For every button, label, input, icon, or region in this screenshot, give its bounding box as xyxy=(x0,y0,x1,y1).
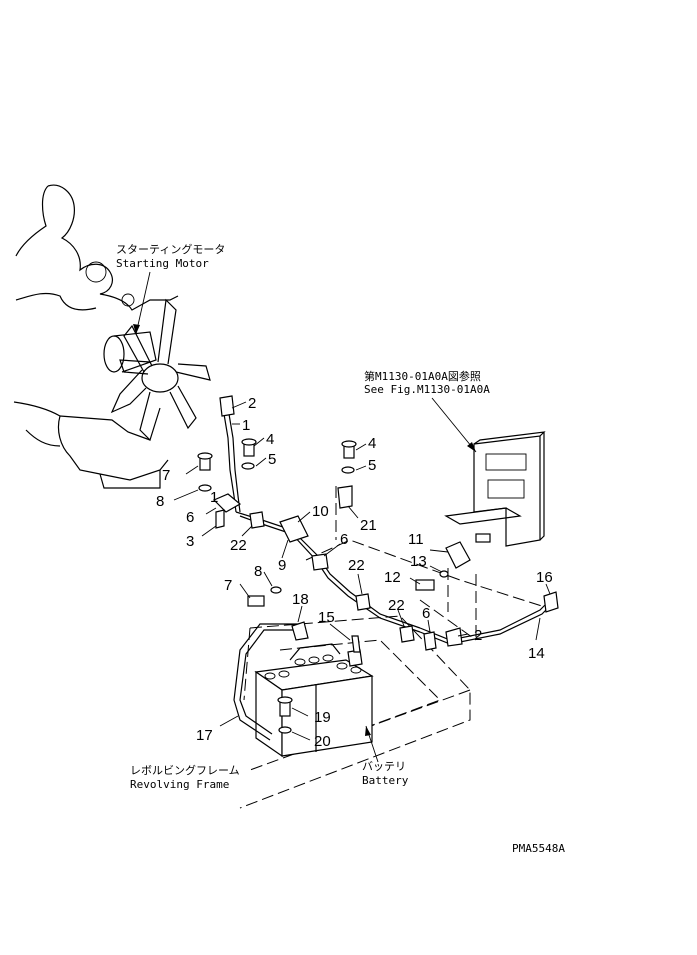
callout-4: 4 xyxy=(266,431,274,448)
callout-8: 8 xyxy=(156,493,164,510)
callout-9: 9 xyxy=(278,557,286,574)
see-fig-leader xyxy=(431,397,477,453)
callout-5: 5 xyxy=(368,457,376,474)
callout-18: 18 xyxy=(292,591,309,608)
battery-label-en: Battery xyxy=(362,774,409,787)
mounting-bracket xyxy=(444,431,546,547)
callout-22: 22 xyxy=(388,597,405,614)
see-fig-label-jp: 第M1130-01A0A図参照 xyxy=(364,369,481,383)
revolving-frame-label-en: Revolving Frame xyxy=(130,778,229,791)
figure-id: PMA5548A xyxy=(512,842,565,855)
small-parts xyxy=(197,395,559,734)
callout-leaders xyxy=(173,401,551,741)
callout-21: 21 xyxy=(360,517,377,534)
callout-20: 20 xyxy=(314,733,331,750)
callout-22: 22 xyxy=(348,557,365,574)
starting-motor-leader xyxy=(135,271,151,335)
callout-2: 2 xyxy=(474,627,482,644)
callout-numbers: 2 1 4 5 7 8 6 1 3 22 9 10 4 5 21 6 7 8 2… xyxy=(156,395,553,750)
arrow-head-icon xyxy=(467,442,476,452)
starting-motor xyxy=(103,298,211,442)
callout-12: 12 xyxy=(384,569,401,586)
callout-10: 10 xyxy=(312,503,329,520)
revolving-frame-label-jp: レボルビングフレーム xyxy=(130,763,240,777)
callout-8: 8 xyxy=(254,563,262,580)
callout-5: 5 xyxy=(268,451,276,468)
callout-19: 19 xyxy=(314,709,331,726)
arrow-head-icon xyxy=(365,726,371,736)
callout-1: 1 xyxy=(210,489,218,506)
see-fig-label-en: See Fig.M1130-01A0A xyxy=(364,383,490,396)
callout-17: 17 xyxy=(196,727,213,744)
starting-motor-label-jp: スターティングモータ xyxy=(116,242,225,256)
callout-13: 13 xyxy=(410,553,427,570)
callout-22: 22 xyxy=(230,537,247,554)
callout-3: 3 xyxy=(186,533,194,550)
callout-11: 11 xyxy=(408,531,424,548)
callout-16: 16 xyxy=(536,569,553,586)
battery-label-jp: バッテリ xyxy=(362,760,406,773)
callout-6: 6 xyxy=(186,509,194,526)
callout-6: 6 xyxy=(422,605,430,622)
callout-1: 1 xyxy=(242,417,250,434)
callout-2: 2 xyxy=(248,395,256,412)
callout-6: 6 xyxy=(340,531,348,548)
callout-14: 14 xyxy=(528,645,545,662)
callout-7: 7 xyxy=(224,577,232,594)
callout-4: 4 xyxy=(368,435,376,452)
callout-7: 7 xyxy=(162,467,170,484)
starting-motor-label-en: Starting Motor xyxy=(116,257,209,270)
arrow-head-icon xyxy=(133,324,140,334)
engine-outline xyxy=(13,184,179,489)
callout-15: 15 xyxy=(318,609,335,626)
